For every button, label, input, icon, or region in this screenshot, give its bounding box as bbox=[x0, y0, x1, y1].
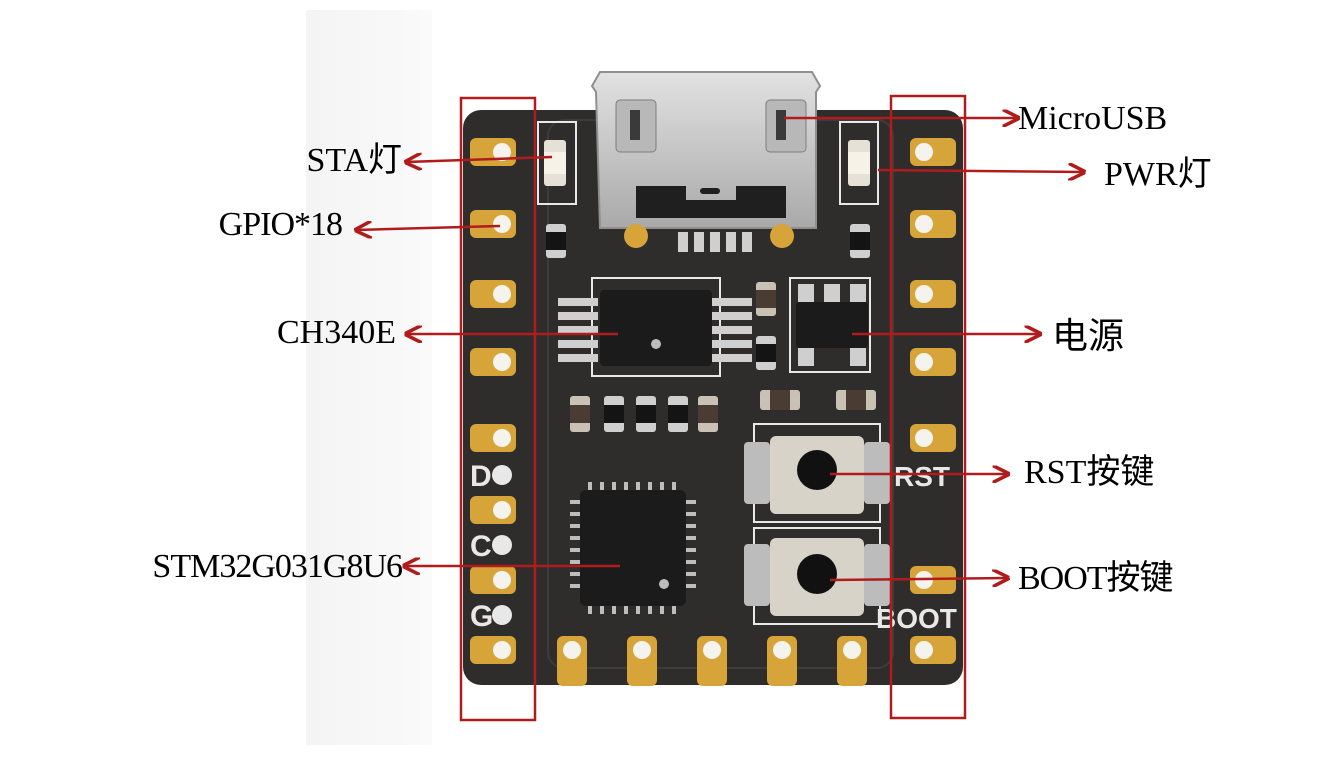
label-microusb: MicroUSB bbox=[1018, 100, 1168, 137]
silk-g-dot bbox=[492, 605, 512, 625]
silk-g-label: G bbox=[470, 600, 493, 633]
silk-boot-label: BOOT bbox=[876, 603, 957, 634]
pad bbox=[767, 636, 797, 686]
label-gpio: GPIO*18 bbox=[218, 206, 343, 243]
stm32-chip bbox=[570, 482, 696, 614]
silk-d-dot bbox=[492, 465, 512, 485]
pad bbox=[470, 348, 516, 376]
pad bbox=[470, 566, 516, 594]
pad bbox=[470, 210, 516, 238]
pad bbox=[470, 636, 516, 664]
arrow-pwr-led bbox=[877, 170, 1084, 172]
label-boot-key: BOOT按键 bbox=[1018, 560, 1174, 597]
pad bbox=[470, 280, 516, 308]
boot-button bbox=[744, 527, 890, 625]
label-rst-key: RST按键 bbox=[1024, 454, 1155, 491]
silk-d-label: D bbox=[470, 460, 492, 493]
label-ch340e: CH340E bbox=[277, 314, 396, 351]
label-power: 电源 bbox=[1052, 316, 1125, 356]
silk-rst-label: RST bbox=[894, 461, 950, 492]
arrow-gpio bbox=[356, 226, 501, 230]
left-pin-header bbox=[470, 138, 516, 664]
sta-led bbox=[537, 121, 577, 205]
background-panel bbox=[306, 10, 432, 745]
pad bbox=[910, 636, 956, 664]
pad bbox=[557, 636, 587, 686]
bottom-pin-header bbox=[557, 636, 867, 686]
ch340e-chip bbox=[558, 277, 752, 377]
pad bbox=[697, 636, 727, 686]
pad bbox=[910, 210, 956, 238]
pad bbox=[627, 636, 657, 686]
pad bbox=[470, 424, 516, 452]
pad bbox=[910, 138, 956, 166]
left-header-highlight bbox=[459, 96, 537, 722]
label-pwr-led: PWR灯 bbox=[1104, 156, 1212, 193]
passive-components bbox=[546, 224, 876, 432]
power-regulator bbox=[789, 277, 871, 373]
annotation-arrows bbox=[356, 118, 1084, 580]
pad bbox=[837, 636, 867, 686]
arrow-boot bbox=[829, 578, 1008, 580]
label-stm32: STM32G031G8U6 bbox=[152, 548, 403, 585]
silk-c-dot bbox=[492, 535, 512, 555]
pwr-led bbox=[839, 121, 879, 205]
pad bbox=[470, 138, 516, 166]
silk-c-label: C bbox=[470, 530, 492, 563]
pad bbox=[470, 496, 516, 524]
pcb-board: D C G RST BOOT bbox=[463, 71, 963, 686]
pad bbox=[910, 424, 956, 452]
pad bbox=[910, 348, 956, 376]
arrow-sta-led bbox=[406, 157, 553, 162]
right-header-highlight bbox=[889, 94, 967, 720]
microusb-connector bbox=[590, 71, 822, 252]
label-sta-led: STA灯 bbox=[306, 142, 402, 179]
pad bbox=[910, 280, 956, 308]
